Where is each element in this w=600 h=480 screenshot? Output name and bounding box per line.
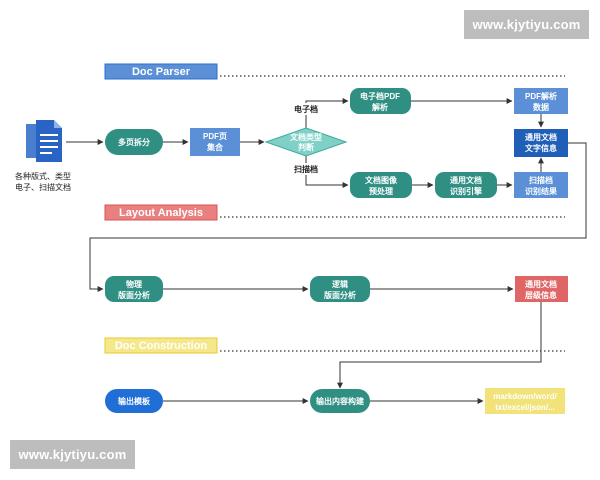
node-output-template-label: 输出模板 xyxy=(118,396,151,406)
node-hierarchy-info-line2: 层级信息 xyxy=(524,290,557,300)
edge-label-electronic: 电子档 xyxy=(294,104,318,114)
node-pdf-parse-data: PDF解析 数据 xyxy=(514,88,568,114)
section-doc-construction-label: Doc Construction xyxy=(115,340,208,352)
section-doc-parser: Doc Parser xyxy=(104,63,565,80)
node-doc-type-line1: 文档类型 xyxy=(290,132,322,142)
node-multi-page-split: 多页拆分 xyxy=(105,129,163,155)
node-hierarchy-info: 通用文档 层级信息 xyxy=(515,276,568,302)
node-recog-engine-line2: 识别引擎 xyxy=(450,186,483,196)
node-content-build-label: 输出内容构建 xyxy=(316,396,365,406)
node-recognition-engine: 通用文档 识别引擎 xyxy=(435,172,497,198)
node-multi-page-split-label: 多页拆分 xyxy=(118,137,150,147)
node-general-text-info: 通用文档 文字信息 xyxy=(514,129,568,157)
node-image-preproc-line2: 预处理 xyxy=(369,186,393,196)
section-layout-analysis-label: Layout Analysis xyxy=(119,207,203,219)
input-doc-label-1: 各种版式、类型 xyxy=(15,171,71,181)
node-physical-layout-line2: 版面分析 xyxy=(117,290,150,300)
node-logical-layout-line2: 版面分析 xyxy=(323,290,356,300)
node-image-preprocess: 文档图像 预处理 xyxy=(350,172,412,198)
node-general-text-line1: 通用文档 xyxy=(525,132,557,142)
node-formats-line1: markdown/word/ xyxy=(493,392,557,401)
section-doc-parser-label: Doc Parser xyxy=(132,66,191,78)
node-scan-result-line1: 扫描档 xyxy=(529,175,553,185)
node-content-build: 输出内容构建 xyxy=(310,389,370,413)
node-formats-line2: txt/excel/json/... xyxy=(495,403,555,412)
document-stack-icon xyxy=(26,120,62,162)
node-scan-result-line2: 识别结果 xyxy=(525,186,557,196)
section-doc-construction: Doc Construction xyxy=(104,337,565,354)
node-physical-layout-line1: 物理 xyxy=(126,279,142,289)
node-output-formats: markdown/word/ txt/excel/json/... xyxy=(485,388,565,414)
node-recog-engine-line1: 通用文档 xyxy=(450,175,482,185)
node-electronic-pdf-line1: 电子档PDF xyxy=(360,91,400,101)
input-doc-label-2: 电子、扫描文档 xyxy=(15,182,71,192)
node-pdf-data-line2: 数据 xyxy=(533,102,549,112)
edge-label-scanned: 扫描档 xyxy=(294,164,318,174)
node-doc-type-decision: 文档类型 判断 xyxy=(264,127,348,157)
watermark-top: www.kjytiyu.com xyxy=(464,10,589,39)
node-electronic-pdf-line2: 解析 xyxy=(372,102,388,112)
node-image-preproc-line1: 文档图像 xyxy=(365,175,398,185)
node-hierarchy-info-line1: 通用文档 xyxy=(525,279,557,289)
node-general-text-line2: 文字信息 xyxy=(525,143,557,153)
node-logical-layout: 逻辑 版面分析 xyxy=(310,276,370,302)
node-pdf-data-line1: PDF解析 xyxy=(525,91,557,101)
node-output-template: 输出模板 xyxy=(105,389,163,413)
node-scan-result: 扫描档 识别结果 xyxy=(514,172,568,198)
node-doc-type-line2: 判断 xyxy=(298,142,314,152)
node-pdf-pages-line1: PDF页 xyxy=(203,132,227,141)
node-pdf-pages: PDF页 集合 xyxy=(190,128,240,156)
node-pdf-pages-line2: 集合 xyxy=(206,142,224,152)
section-layout-analysis: Layout Analysis xyxy=(104,204,565,221)
watermark-bottom: www.kjytiyu.com xyxy=(10,440,135,469)
node-logical-layout-line1: 逻辑 xyxy=(331,279,348,289)
edges xyxy=(66,98,587,404)
node-electronic-pdf-parse: 电子档PDF 解析 xyxy=(350,88,411,114)
node-physical-layout: 物理 版面分析 xyxy=(105,276,163,302)
